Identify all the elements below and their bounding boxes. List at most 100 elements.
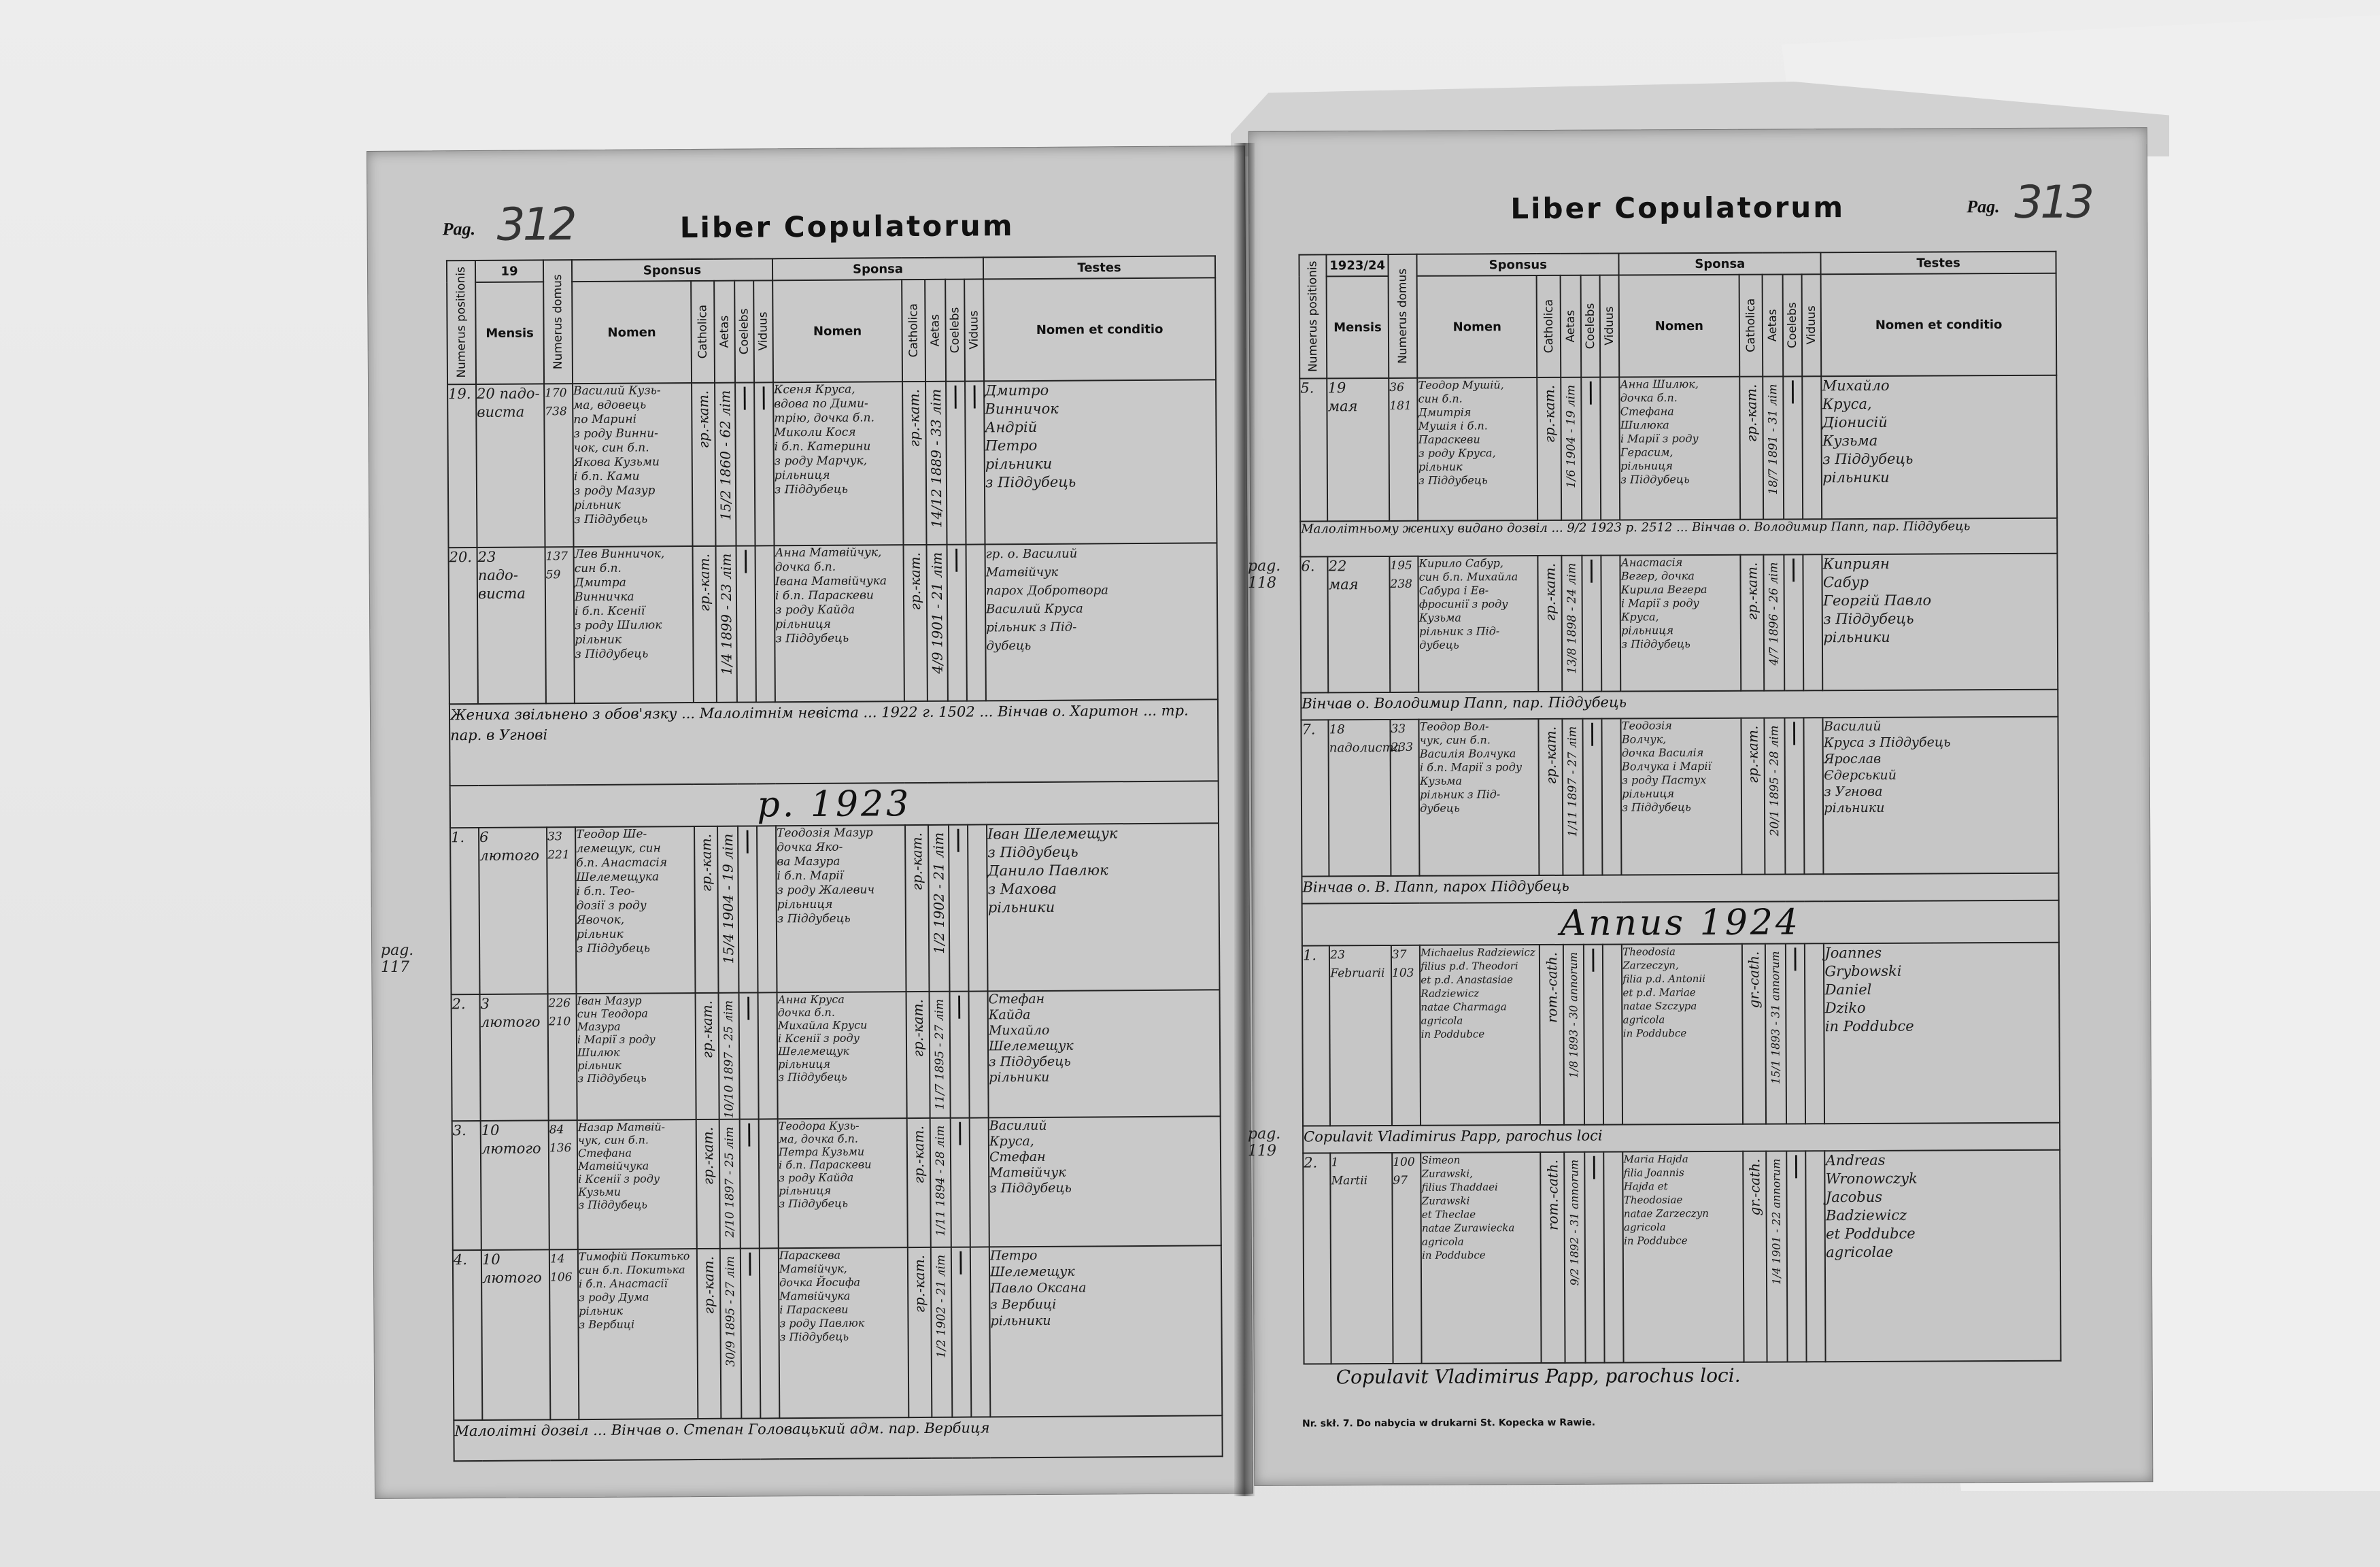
bride-name: Анна Круса дочка б.п. Михайла Круси і Кс… <box>777 992 907 1119</box>
bride-religion: gr.-cath. <box>1745 951 1762 1009</box>
page-label: Pag. <box>1967 197 2000 217</box>
bride-religion: гр.-кат. <box>910 1125 928 1183</box>
bride-coelebs: | <box>949 991 970 1118</box>
header-viduus-2: Viduus <box>1801 274 1822 377</box>
bride-age: 4/7 1896 - 26 літ <box>1767 562 1781 666</box>
groom-viduus <box>757 826 777 993</box>
header-religio-2: Catholica <box>1739 274 1763 377</box>
bride-coelebs: | <box>1783 376 1803 520</box>
header-coelebs-2: Coelebs <box>945 279 966 382</box>
header-testes-nomen: Nomen et conditio <box>1820 273 2057 377</box>
book-spine-shadow <box>1234 143 1255 1496</box>
entry-date: 19 мая <box>1327 377 1390 522</box>
bride-religion: gr.-cath. <box>1746 1158 1763 1216</box>
groom-religion: гр.-кат. <box>696 553 713 612</box>
groom-age: 10/10 1897 - 25 літ <box>721 1000 736 1119</box>
header-mensis: Mensis <box>475 282 545 384</box>
entry-number: 5. <box>1299 378 1328 522</box>
entry-date: 20 падо- виста <box>476 384 545 547</box>
header-numerus-domus: Numerus domus <box>543 260 573 384</box>
header-sponsus-nomen: Nomen <box>572 281 692 384</box>
bride-coelebs: | <box>1786 1151 1807 1362</box>
entry-date: 23 падо- виста <box>477 547 546 704</box>
groom-age: 15/4 1904 - 19 літ <box>719 833 737 964</box>
groom-viduus <box>1603 1151 1624 1363</box>
header-sponsus: Sponsus <box>571 258 773 282</box>
header-sponsus: Sponsus <box>1416 253 1619 276</box>
entry-date: 10 лютого <box>480 1119 549 1250</box>
margin-page-reference: pag. 117 <box>381 942 414 976</box>
header-aetas-2: Aetas <box>925 279 947 382</box>
table-row: 1. 6 лютого 33 221 Теодор Ше- лемещук, с… <box>450 823 1220 995</box>
groom-religion: гр.-кат. <box>1542 562 1559 622</box>
year-divider: Annus 1924 <box>1302 900 2059 946</box>
groom-viduus <box>758 992 778 1119</box>
entry-date: 3 лютого <box>479 994 549 1121</box>
bride-age: 15/1 1893 - 31 annorum <box>1769 951 1783 1085</box>
priest-signature: Copulavit Vladimirus Papp, parochus loci… <box>1336 1364 1741 1389</box>
witnesses: Іван Шелемещук з Піддубець Данило Павлюк… <box>987 823 1220 992</box>
entry-date: 10 лютого <box>481 1249 551 1420</box>
table-row: 5. 19 мая 36 181 Теодор Мушій, син б.п. … <box>1299 375 2058 522</box>
bride-age: 14/12 1889 - 33 літ <box>928 388 945 528</box>
entry-number: 2. <box>451 994 481 1121</box>
bride-religion: гр.-кат. <box>909 998 927 1058</box>
groom-viduus <box>1602 944 1623 1125</box>
groom-religion: rom.-cath. <box>1544 1159 1561 1231</box>
entry-house: 37 103 <box>1391 945 1421 1126</box>
table-row: 6. 22 мая 195 238 Кирило Сабур, син б.п.… <box>1300 553 2058 693</box>
bride-religion: гр.-кат. <box>906 388 923 448</box>
witnesses: Михайло Круса, Діонисій Кузьма з Піддубе… <box>1821 375 2058 520</box>
bride-name: Теодора Кузь- ма, дочка б.п. Петра Кузьм… <box>777 1117 908 1248</box>
groom-coelebs: | <box>739 1119 760 1249</box>
annotation-note: Малолітньому жениху видано дозвіл ... 9/… <box>1300 518 2058 557</box>
header-sponsa: Sponsa <box>1618 252 1821 275</box>
groom-age: 2/10 1897 - 25 літ <box>722 1126 737 1238</box>
groom-coelebs: | <box>738 826 758 993</box>
table-row: 4. 10 лютого 14 106 Тимофій Покитько син… <box>452 1245 1223 1420</box>
bride-age: 4/9 1901 - 21 літ <box>928 552 946 674</box>
witnesses: Киприян Сабур Георгій Павло з Піддубець … <box>1822 553 2058 691</box>
header-numerus-positionis: Numerus positionis <box>1299 254 1327 379</box>
header-numerus-positionis: Numerus positionis <box>446 260 477 385</box>
groom-religion: гр.-кат. <box>698 1000 716 1059</box>
entry-house: 14 106 <box>549 1249 579 1419</box>
groom-age: 1/8 1893 - 30 annorum <box>1567 951 1581 1079</box>
bride-religion: гр.-кат. <box>908 832 925 891</box>
groom-coelebs: | <box>735 382 755 546</box>
witnesses: Василий Круса, Стефан Матвійчук з Піддуб… <box>988 1115 1221 1247</box>
groom-religion: rom.-cath. <box>1543 951 1560 1024</box>
table-row: 7. 18 падолиста 33 233 Теодор Вол- чук, … <box>1301 716 2059 877</box>
table-row: 2. 1 Martii 100 97 Simeon Zurawski, fili… <box>1303 1149 2061 1364</box>
groom-name: Василий Кузь- ма, вдовець по Марині з ро… <box>573 383 693 547</box>
header-aetas-2: Aetas <box>1762 274 1784 377</box>
bride-coelebs: | <box>1785 943 1806 1124</box>
groom-coelebs: | <box>736 545 756 703</box>
witnesses: Joannes Grybowski Daniel Dziko in Poddub… <box>1824 942 2060 1124</box>
header-sponsa-nomen: Nomen <box>1618 274 1739 377</box>
groom-viduus <box>1600 377 1620 520</box>
annotation-note: Малолітні дозвіл ... Вінчав о. Степан Го… <box>454 1415 1223 1461</box>
groom-religion: гр.-кат. <box>1540 384 1558 443</box>
groom-name: Іван Мазур син Теодора Мазура і Марії з … <box>576 993 696 1120</box>
bride-viduus <box>1802 376 1822 520</box>
bride-age: 1/4 1901 - 22 annorum <box>1769 1158 1784 1285</box>
entry-number: 3. <box>452 1120 481 1250</box>
bride-age: 1/2 1902 - 21 літ <box>934 1254 949 1358</box>
groom-name: Кирило Сабур, син б.п. Михайла Сабура і … <box>1418 556 1539 692</box>
printer-imprint: Nr. skł. 7. Do nabycia w drukarni St. Ko… <box>1302 1417 1596 1430</box>
groom-coelebs: | <box>1581 377 1601 520</box>
groom-coelebs: | <box>738 992 759 1119</box>
marriage-register-table: Numerus positionis 19 Numerus domus Spon… <box>446 255 1223 1462</box>
bride-viduus <box>966 544 986 701</box>
header-aetas: Aetas <box>1560 275 1582 377</box>
header-mensis: Mensis <box>1326 275 1389 379</box>
groom-age: 9/2 1892 - 31 annorum <box>1567 1159 1582 1286</box>
groom-coelebs: | <box>1583 944 1604 1125</box>
table-row: 20. 23 падо- виста 137 59 Лев Винничок, … <box>448 543 1218 705</box>
groom-coelebs: | <box>1582 555 1602 692</box>
groom-name: Simeon Zurawski, filius Thaddaei Zurawsk… <box>1421 1152 1542 1364</box>
bride-religion: гр.-кат. <box>1744 725 1761 784</box>
header-viduus: Viduus <box>1599 275 1620 377</box>
groom-viduus <box>758 1118 779 1249</box>
